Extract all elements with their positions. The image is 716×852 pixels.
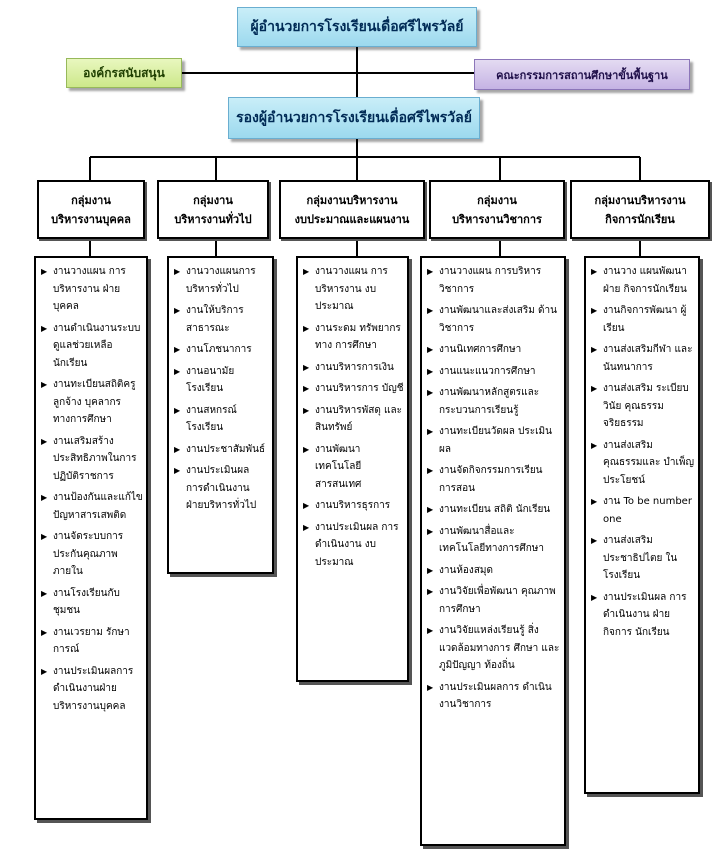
task-item: งานอนามัย โรงเรียน (174, 363, 269, 398)
task-item: งานประชาสัมพันธ์ (174, 441, 269, 459)
dept-academic-header: กลุ่มงาน บริหารงานวิชาการ (429, 180, 565, 239)
task-list-academic: งานวางแผน การบริหารวิชาการ งานพัฒนาและส่… (420, 256, 566, 846)
task-item: งานบริหารธุรการ (303, 497, 404, 515)
dept-student-affairs-header: กลุ่มงานบริหารงาน กิจการนักเรียน (570, 180, 710, 239)
task-list-budget: งานวางแผน การบริหารงาน งบประมาณ งานระดม … (296, 256, 409, 682)
task-item: งานจัดกิจกรรมการเรียน การสอน (427, 462, 561, 497)
task-item: งานทะเบียนสถิติครู ลูกจ้าง บุคลากร ทางกา… (41, 376, 143, 429)
task-item: งานดำเนินงานระบบ ดูแลช่วยเหลือ นักเรียน (41, 320, 143, 373)
task-item: งานส่งเสริม ประชาธิปไตย ในโรงเรียน (591, 532, 695, 585)
task-item: งานพัฒนาและส่งเสริม ด้านวิชาการ (427, 302, 561, 337)
task-item: งานพัฒนาหลักสูตรและ กระบวนการเรียนรู้ (427, 384, 561, 419)
task-item: งานเสริมสร้าง ประสิทธิภาพในการ ปฏิบัติรา… (41, 433, 143, 486)
dept-personnel-header: กลุ่มงาน บริหารงานบุคคล (37, 180, 145, 239)
task-item: งาน To be number one (591, 493, 695, 528)
task-item: งานกิจการพัฒนา ผู้เรียน (591, 302, 695, 337)
task-list-general: งานวางแผนการ บริหารทั่วไป งานให้บริการ ส… (167, 256, 274, 574)
committee-box: คณะกรรมการสถานศึกษาขั้นพื้นฐาน (474, 59, 690, 90)
task-item: งานส่งเสริม คุณธรรมและ บำเพ็ญประโยชน์ (591, 437, 695, 490)
task-list-student-affairs: งานวาง แผนพัฒนาฝ่าย กิจการนักเรียน งานกิ… (584, 256, 700, 794)
task-item: งานบริหารการเงิน (303, 359, 404, 377)
task-item: งานแนะแนวการศึกษา (427, 363, 561, 381)
task-item: งานวางแผน การบริหารวิชาการ (427, 263, 561, 298)
task-item: งานสหกรณ์ โรงเรียน (174, 402, 269, 437)
dept-title-line2: กิจการนักเรียน (605, 212, 675, 226)
task-item: งานป้องกันและแก้ไข ปัญหาสารเสพติด (41, 489, 143, 524)
task-item: งานประเมินผลการ ดำเนินงานวิชาการ (427, 679, 561, 714)
dept-title-line1: กลุ่มงานบริหารงาน (306, 193, 398, 207)
dept-title-line2: บริหารงานทั่วไป (174, 212, 252, 226)
task-item: งานประเมินผลการ ดำเนินงานฝ่าย บริหารงานบ… (41, 663, 143, 716)
task-item: งานทะเบียน สถิติ นักเรียน (427, 501, 561, 519)
task-item: งานส่งเสริมกีฬา และนันทนาการ (591, 341, 695, 376)
dept-title-line1: กลุ่มงาน (477, 193, 517, 207)
dept-title-line2: งบประมาณและแผนงาน (294, 212, 410, 226)
task-item: งานประเมินผล การดำเนินงาน ฝ่ายกิจการ นัก… (591, 589, 695, 642)
task-item: งานทะเบียนวัดผล ประเมินผล (427, 423, 561, 458)
dept-title-line1: กลุ่มงาน (193, 193, 233, 207)
dept-title-line2: บริหารงานบุคคล (51, 212, 131, 226)
dept-title-line1: กลุ่มงานบริหารงาน (594, 193, 686, 207)
task-item: งานนิเทศการศึกษา (427, 341, 561, 359)
task-item: งานพัฒนาสื่อและ เทคโนโลยีทางการศึกษา (427, 523, 561, 558)
task-item: งานบริหารการ บัญชี (303, 380, 404, 398)
dept-general-header: กลุ่มงาน บริหารงานทั่วไป (157, 180, 269, 239)
dept-title-line1: กลุ่มงาน (71, 193, 111, 207)
deputy-director-box: รองผู้อำนวยการโรงเรียนเดื่อศรีไพรวัลย์ (228, 97, 480, 139)
task-item: งานวิจัยเพื่อพัฒนา คุณภาพการศึกษา (427, 583, 561, 618)
task-item: งานโรงเรียนกับ ชุมชน (41, 585, 143, 620)
task-item: งานวางแผน การบริหารงาน ฝ่ายบุคคล (41, 263, 143, 316)
dept-title-line2: บริหารงานวิชาการ (452, 212, 542, 226)
task-list-personnel: งานวางแผน การบริหารงาน ฝ่ายบุคคล งานดำเน… (34, 256, 148, 820)
task-item: งานจัดระบบการ ประกันคุณภาพ ภายใน (41, 528, 143, 581)
task-item: งานวางแผน การบริหารงาน งบประมาณ (303, 263, 404, 316)
task-item: งานบริหารพัสดุ และสินทรัพย์ (303, 402, 404, 437)
task-item: งานวาง แผนพัฒนาฝ่าย กิจการนักเรียน (591, 263, 695, 298)
task-item: งานให้บริการ สาธารณะ (174, 302, 269, 337)
task-item: งานวางแผนการ บริหารทั่วไป (174, 263, 269, 298)
task-item: งานพัฒนา เทคโนโลยี สารสนเทศ (303, 441, 404, 494)
dept-budget-header: กลุ่มงานบริหารงาน งบประมาณและแผนงาน (279, 180, 425, 239)
director-box: ผู้อำนวยการโรงเรียนเดื่อศรีไพรวัลย์ (237, 7, 477, 47)
task-item: งานส่งเสริม ระเบียบวินัย คุณธรรม จริยธรร… (591, 380, 695, 433)
task-item: งานระดม ทรัพยากรทาง การศึกษา (303, 320, 404, 355)
task-item: งานห้องสมุด (427, 562, 561, 580)
task-item: งานวิจัยแหล่งเรียนรู้ สิ่งแวดล้อมทางการ … (427, 622, 561, 675)
support-org-box: องค์กรสนับสนุน (66, 58, 182, 88)
task-item: งานโภชนาการ (174, 341, 269, 359)
task-item: งานเวรยาม รักษาการณ์ (41, 624, 143, 659)
task-item: งานประเมินผล การดำเนินงาน ฝ่ายบริหารทั่ว… (174, 462, 269, 515)
task-item: งานประเมินผล การดำเนินงาน งบประมาณ (303, 519, 404, 572)
